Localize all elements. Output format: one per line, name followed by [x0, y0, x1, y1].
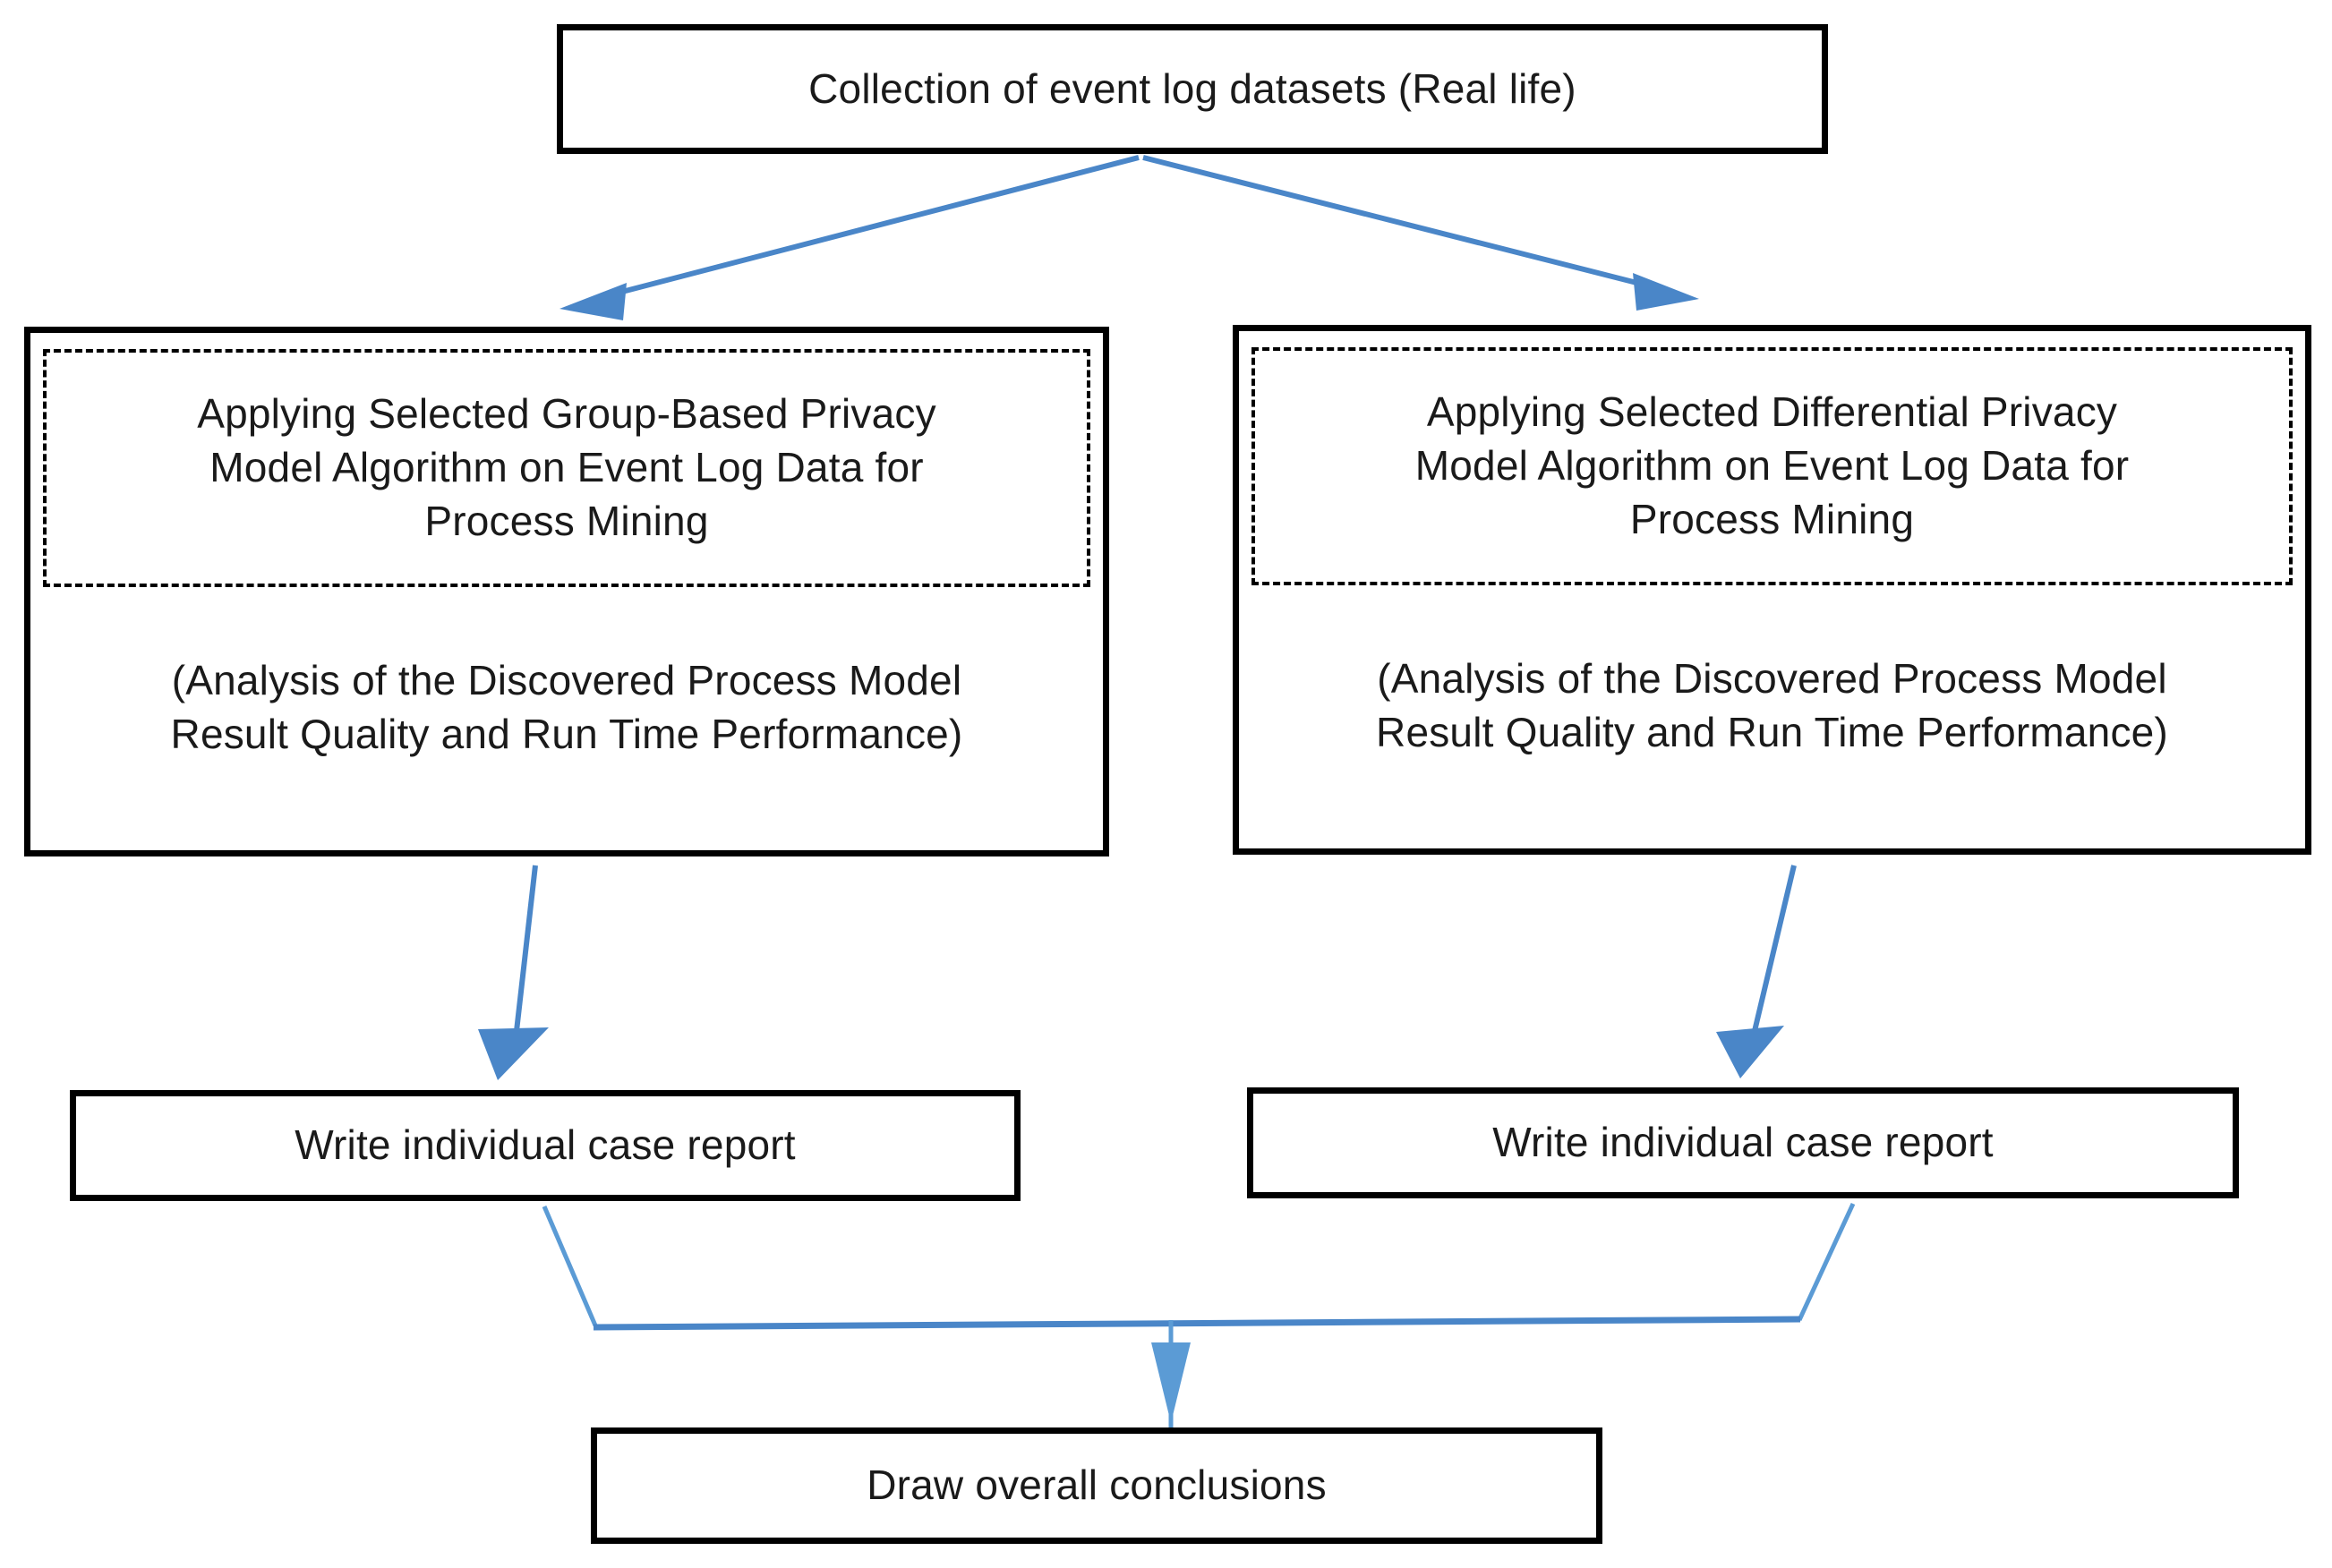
connector-report-left-to-merge [542, 1206, 598, 1326]
connector-collection-to-group-based [560, 155, 1140, 320]
node-differential-privacy[interactable]: Applying Selected Differential Privacy M… [1233, 325, 2311, 855]
connector-group-based-to-report-left [478, 865, 549, 1080]
node-collection-label: Collection of event log datasets (Real l… [808, 64, 1576, 112]
node-group-based-method-label: Applying Selected Group-Based Privacy Mo… [197, 390, 936, 544]
node-conclusions-label: Draw overall conclusions [867, 1461, 1327, 1509]
node-differential-analysis-label: (Analysis of the Discovered Process Mode… [1376, 655, 2168, 755]
node-differential-method-label: Applying Selected Differential Privacy M… [1414, 388, 2130, 542]
connector-merge-bus [593, 1316, 1801, 1331]
node-group-based-method-section: Applying Selected Group-Based Privacy Mo… [43, 349, 1090, 587]
connector-report-right-to-merge [1797, 1202, 1856, 1322]
node-group-based-analysis-label: (Analysis of the Discovered Process Mode… [170, 657, 963, 757]
connector-collection-to-differential [1142, 155, 1699, 311]
node-differential-method-section: Applying Selected Differential Privacy M… [1251, 347, 2293, 585]
node-differential-analysis-section: (Analysis of the Discovered Process Mode… [1239, 585, 2305, 822]
node-group-based-privacy[interactable]: Applying Selected Group-Based Privacy Mo… [24, 327, 1109, 856]
node-report-left-label: Write individual case report [295, 1121, 796, 1169]
connector-differential-to-report-right [1716, 865, 1797, 1078]
node-collection-of-event-logs[interactable]: Collection of event log datasets (Real l… [557, 24, 1828, 154]
node-write-individual-case-report-right[interactable]: Write individual case report [1247, 1087, 2239, 1198]
node-report-right-label: Write individual case report [1492, 1119, 1994, 1166]
node-write-individual-case-report-left[interactable]: Write individual case report [70, 1090, 1021, 1201]
node-group-based-analysis-section: (Analysis of the Discovered Process Mode… [30, 587, 1103, 823]
node-draw-overall-conclusions[interactable]: Draw overall conclusions [591, 1427, 1602, 1544]
